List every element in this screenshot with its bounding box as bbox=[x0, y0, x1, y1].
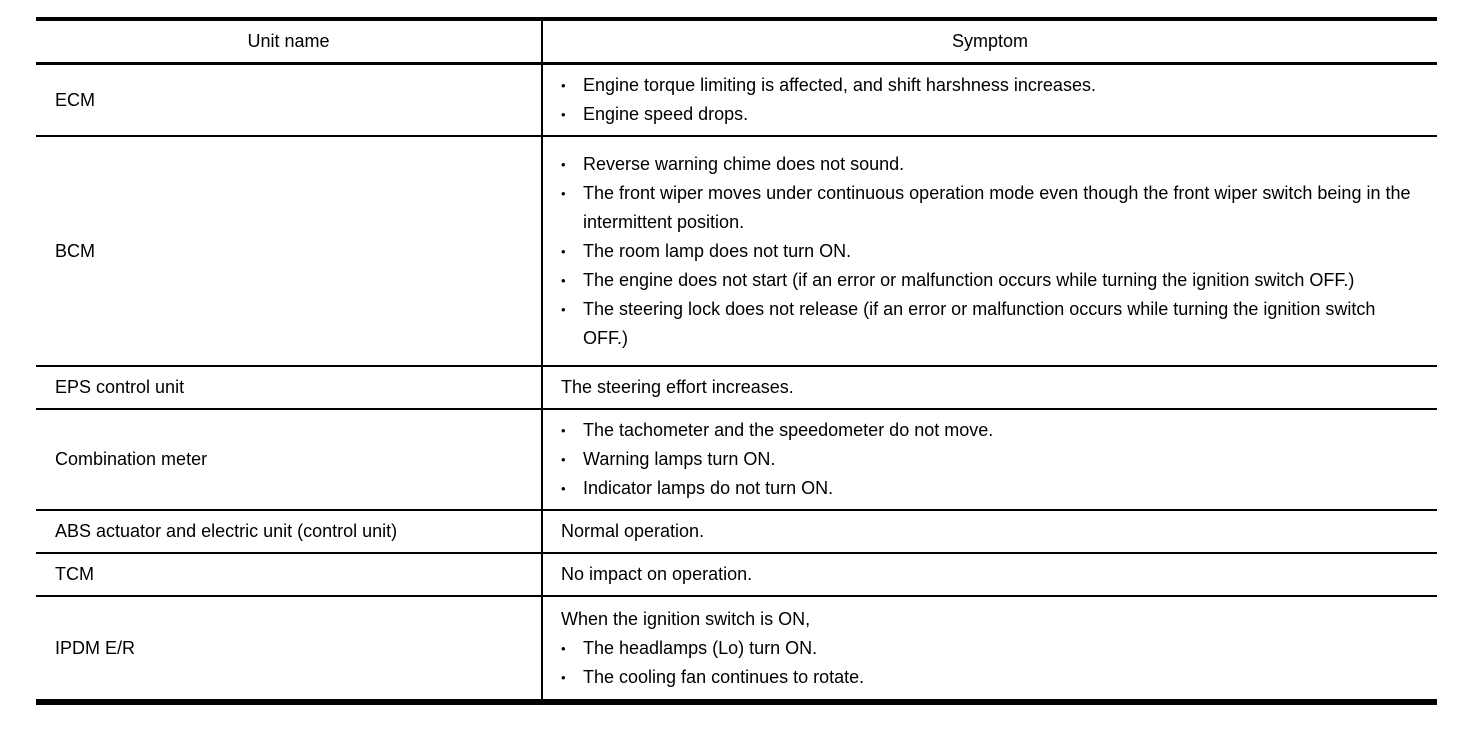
symptom-cell: Normal operation. bbox=[543, 511, 1437, 552]
symptom-text-line: When the ignition switch is ON, bbox=[561, 605, 1413, 634]
symptom-bullet-item: • Engine torque limiting is affected, and… bbox=[561, 71, 1413, 100]
symptom-text-line: No impact on operation. bbox=[561, 560, 1413, 589]
bullet-icon: • bbox=[561, 640, 566, 656]
bullet-icon: • bbox=[561, 243, 566, 259]
symptom-text: Indicator lamps do not turn ON. bbox=[583, 478, 834, 498]
table-row: ECM • Engine torque limiting is affected, … bbox=[36, 65, 1437, 137]
symptom-cell: • Reverse warning chime does not sound. • T… bbox=[543, 137, 1437, 365]
symptom-bullet-item: • Reverse warning chime does not sound. bbox=[561, 150, 1413, 179]
symptom-bullet-item: • The engine does not start (if an error … bbox=[561, 266, 1413, 295]
unit-name-column-header: Unit name bbox=[36, 21, 543, 62]
table-body: ECM • Engine torque limiting is affected, … bbox=[36, 65, 1437, 699]
symptom-text: Engine speed drops. bbox=[583, 104, 749, 124]
symptom-text: The cooling fan continues to rotate. bbox=[583, 666, 865, 687]
bullet-icon: • bbox=[561, 78, 566, 93]
bullet-icon: • bbox=[561, 423, 566, 438]
symptom-bullet-item: • The headlamps (Lo) turn ON. bbox=[561, 634, 1413, 663]
symptom-text: The headlamps (Lo) turn ON. bbox=[583, 637, 818, 658]
unit-name-cell: ABS actuator and electric unit (control … bbox=[36, 511, 543, 552]
unit-name-cell: Combination meter bbox=[36, 410, 543, 509]
bullet-icon: • bbox=[561, 272, 566, 288]
symptom-bullet-item: • Engine speed drops. bbox=[561, 100, 1413, 129]
symptom-cell: The steering effort increases. bbox=[543, 367, 1437, 408]
symptom-bullet-item: • Indicator lamps do not turn ON. bbox=[561, 474, 1413, 503]
table-row: ABS actuator and electric unit (control … bbox=[36, 511, 1437, 554]
unit-name-cell: TCM bbox=[36, 554, 543, 595]
symptom-text: When the ignition switch is ON, bbox=[561, 608, 811, 629]
unit-name-cell: BCM bbox=[36, 137, 543, 365]
symptom-text: The front wiper moves under continuous o… bbox=[583, 182, 1411, 232]
symptom-text: The steering effort increases. bbox=[561, 377, 794, 397]
bullet-icon: • bbox=[561, 107, 566, 122]
symptom-text-line: The steering effort increases. bbox=[561, 373, 1413, 402]
bullet-icon: • bbox=[561, 481, 566, 496]
symptom-bullet-item: • The tachometer and the speedometer do n… bbox=[561, 416, 1413, 445]
symptom-text: The tachometer and the speedometer do no… bbox=[583, 420, 994, 440]
table-row: Combination meter • The tachometer and the… bbox=[36, 410, 1437, 511]
symptom-column-header: Symptom bbox=[951, 31, 1029, 51]
symptom-cell: • The tachometer and the speedometer do n… bbox=[543, 410, 1437, 509]
table-row: EPS control unit The steering effort incr… bbox=[36, 367, 1437, 410]
unit-name-cell: IPDM E/R bbox=[36, 597, 543, 699]
table-row: TCM No impact on operation. bbox=[36, 554, 1437, 597]
table-header-row: Unit name Symptom bbox=[36, 21, 1437, 65]
symptom-bullet-item: • Warning lamps turn ON. bbox=[561, 445, 1413, 474]
bullet-icon: • bbox=[561, 156, 566, 172]
symptom-text: Engine torque limiting is affected, and … bbox=[583, 75, 1096, 95]
symptom-bullet-item: • The front wiper moves under continuous … bbox=[561, 179, 1413, 237]
table-row: IPDM E/R When the ignition switch is ON, •… bbox=[36, 597, 1437, 699]
symptom-bullet-item: • The room lamp does not turn ON. bbox=[561, 237, 1413, 266]
symptom-cell: No impact on operation. bbox=[543, 554, 1437, 595]
symptom-bullet-item: • The cooling fan continues to rotate. bbox=[561, 663, 1413, 692]
bullet-icon: • bbox=[561, 301, 566, 317]
symptom-cell: When the ignition switch is ON, • The head… bbox=[543, 597, 1437, 699]
bullet-icon: • bbox=[561, 669, 566, 685]
unit-name-cell: EPS control unit bbox=[36, 367, 543, 408]
symptom-text: Warning lamps turn ON. bbox=[583, 449, 776, 469]
symptom-text: The room lamp does not turn ON. bbox=[583, 240, 852, 261]
symptom-bullet-item: • The steering lock does not release (if … bbox=[561, 295, 1413, 353]
symptom-text: Reverse warning chime does not sound. bbox=[583, 153, 905, 174]
symptom-text: The steering lock does not release (if a… bbox=[583, 298, 1376, 348]
bullet-icon: • bbox=[561, 452, 566, 467]
symptom-text: The engine does not start (if an error o… bbox=[583, 269, 1355, 290]
symptom-table: Unit name Symptom ECM • Engine torque limi… bbox=[36, 17, 1437, 705]
symptom-cell: • Engine torque limiting is affected, and… bbox=[543, 65, 1437, 135]
symptom-text: Normal operation. bbox=[561, 521, 705, 541]
table-row: BCM • Reverse warning chime does not sound… bbox=[36, 137, 1437, 367]
bullet-icon: • bbox=[561, 185, 566, 201]
symptom-text: No impact on operation. bbox=[561, 564, 753, 584]
unit-name-cell: ECM bbox=[36, 65, 543, 135]
symptom-text-line: Normal operation. bbox=[561, 517, 1413, 546]
